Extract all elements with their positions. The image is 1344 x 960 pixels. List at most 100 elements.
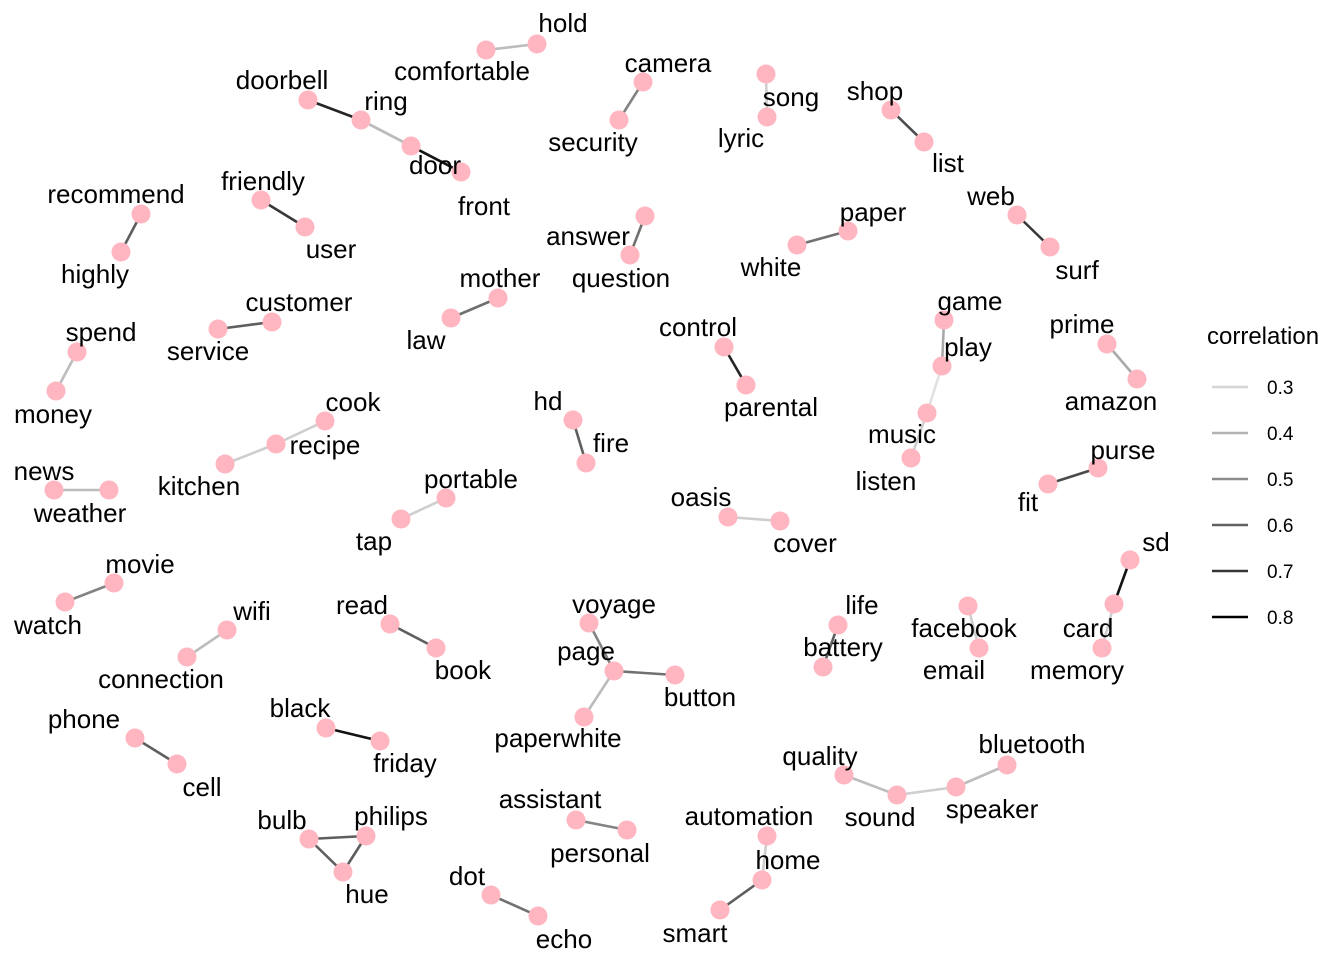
node-label-prime: prime xyxy=(1049,309,1114,339)
node-surf xyxy=(1040,237,1060,257)
node-assistant xyxy=(566,810,586,830)
node-label-camera: camera xyxy=(625,48,712,78)
node-label-control: control xyxy=(659,312,737,342)
node-cover xyxy=(770,511,790,531)
node-oasis xyxy=(718,507,738,527)
node-game xyxy=(934,310,954,330)
node-echo xyxy=(528,906,548,926)
node-label-white: white xyxy=(740,252,802,282)
node-friday xyxy=(370,731,390,751)
node-movie xyxy=(104,573,124,593)
node-voyage xyxy=(579,613,599,633)
node-label-surf: surf xyxy=(1055,255,1099,285)
node-listen xyxy=(901,448,921,468)
node-label-automation: automation xyxy=(685,801,814,831)
node-page xyxy=(604,661,624,681)
node-customer xyxy=(262,312,282,332)
node-label-hold: hold xyxy=(538,8,587,38)
node-purse xyxy=(1088,458,1108,478)
node-connection xyxy=(177,647,197,667)
node-button xyxy=(665,665,685,685)
node-label-fit: fit xyxy=(1018,487,1039,517)
node-label-comfortable: comfortable xyxy=(394,56,530,86)
legend-entries: 0.30.40.50.60.70.8 xyxy=(1212,378,1294,629)
node-phone xyxy=(125,728,145,748)
node-card xyxy=(1104,594,1124,614)
node-paper xyxy=(838,221,858,241)
node-portable xyxy=(436,488,456,508)
node-black xyxy=(316,718,336,738)
node-label-watch: watch xyxy=(13,610,82,640)
node-label-voyage: voyage xyxy=(572,589,656,619)
node-label-friday: friday xyxy=(373,748,437,778)
node-label-hd: hd xyxy=(534,386,563,416)
node-label-answer: answer xyxy=(546,221,630,251)
node-philips xyxy=(356,826,376,846)
node-cell xyxy=(167,754,187,774)
node-label-echo: echo xyxy=(536,924,592,954)
node-hd xyxy=(563,410,583,430)
node-label-tap: tap xyxy=(356,526,392,556)
node-label-page: page xyxy=(557,636,615,666)
node-label-door: door xyxy=(409,150,461,180)
node-label-play: play xyxy=(944,332,992,362)
node-sd xyxy=(1120,550,1140,570)
node-speaker xyxy=(946,777,966,797)
node-label-song: song xyxy=(763,82,819,112)
node-label-life: life xyxy=(845,590,878,620)
node-white xyxy=(787,235,807,255)
node-label-security: security xyxy=(548,127,638,157)
node-music xyxy=(917,403,937,423)
node-label-doorbell: doorbell xyxy=(236,65,329,95)
node-label-kitchen: kitchen xyxy=(158,471,240,501)
node-hue xyxy=(333,862,353,882)
node-facebook xyxy=(958,596,978,616)
node-label-list: list xyxy=(932,148,965,178)
node-label-fire: fire xyxy=(593,428,629,458)
legend-label-0.7: 0.7 xyxy=(1267,562,1293,583)
node-comfortable xyxy=(476,40,496,60)
node-label-facebook: facebook xyxy=(911,613,1018,643)
node-quality xyxy=(834,765,854,785)
node-read xyxy=(380,614,400,634)
node-label-sound: sound xyxy=(845,802,916,832)
node-label-web: web xyxy=(966,181,1015,211)
node-label-recommend: recommend xyxy=(47,179,184,209)
nodes-layer xyxy=(44,34,1147,926)
node-label-oasis: oasis xyxy=(671,482,732,512)
node-security xyxy=(609,110,629,130)
node-bluetooth xyxy=(997,755,1017,775)
node-fire xyxy=(576,453,596,473)
node-play xyxy=(932,356,952,376)
node-label-personal: personal xyxy=(550,838,650,868)
node-label-email: email xyxy=(923,655,985,685)
node-prime xyxy=(1097,334,1117,354)
node-front xyxy=(451,162,471,182)
node-web xyxy=(1007,205,1027,225)
node-label-shop: shop xyxy=(847,76,903,106)
correlation-legend: correlation 0.30.40.50.60.70.8 xyxy=(1207,323,1319,629)
node-label-weather: weather xyxy=(33,498,127,528)
node-label-cell: cell xyxy=(182,772,221,802)
node-sound xyxy=(887,785,907,805)
node-label-smart: smart xyxy=(663,918,729,948)
node-kitchen xyxy=(215,454,235,474)
node-label-law: law xyxy=(406,325,445,355)
node-label-quality: quality xyxy=(782,741,857,771)
node-song xyxy=(756,64,776,84)
node-label-bulb: bulb xyxy=(257,805,306,835)
node-label-portable: portable xyxy=(424,464,518,494)
node-automation xyxy=(757,826,777,846)
node-label-parental: parental xyxy=(724,392,818,422)
node-label-memory: memory xyxy=(1030,655,1124,685)
node-user xyxy=(295,217,315,237)
node-hold xyxy=(527,34,547,54)
node-camera xyxy=(633,72,653,92)
node-list xyxy=(914,132,934,152)
node-label-recipe: recipe xyxy=(290,430,361,460)
node-label-amazon: amazon xyxy=(1065,386,1158,416)
node-label-connection: connection xyxy=(98,664,224,694)
legend-label-0.6: 0.6 xyxy=(1267,516,1293,537)
node-label-assistant: assistant xyxy=(499,784,602,814)
